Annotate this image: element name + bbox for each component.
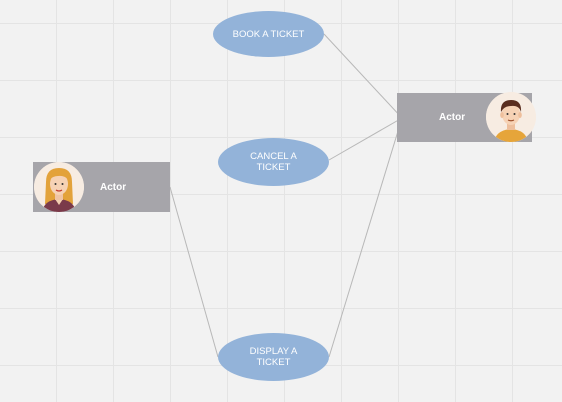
use-case-cancel-ticket[interactable]: CANCEL A TICKET — [218, 138, 329, 186]
connector-right-actor-book — [323, 33, 403, 119]
connector-right-actor-cancel — [328, 117, 403, 161]
use-case-book-ticket-label: BOOK A TICKET — [232, 28, 305, 40]
use-case-display-ticket-label: DISPLAY A TICKET — [249, 346, 298, 368]
actor-left-label: Actor — [100, 181, 127, 193]
actor-right-label: Actor — [439, 112, 466, 123]
actor-left[interactable]: Actor — [33, 162, 170, 212]
connector-left-actor-display — [169, 186, 219, 358]
use-case-display-ticket[interactable]: DISPLAY A TICKET — [218, 333, 329, 381]
actor-right[interactable]: Actor — [397, 92, 536, 142]
connector-right-actor-display — [328, 117, 403, 358]
woman-avatar-icon — [34, 162, 84, 212]
man-avatar-icon — [486, 92, 536, 142]
use-case-book-ticket[interactable]: BOOK A TICKET — [213, 11, 324, 57]
use-case-cancel-ticket-label: CANCEL A TICKET — [250, 151, 297, 173]
